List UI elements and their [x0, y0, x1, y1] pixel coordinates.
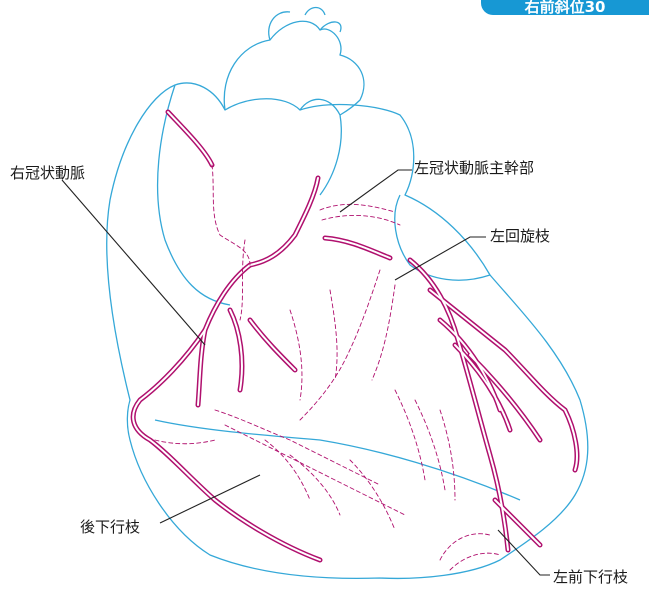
heart-body-outline: [106, 82, 589, 580]
leader-left-circumflex: [394, 236, 486, 281]
left-atrial-appendage: [394, 194, 491, 281]
right-coronary-vessel: [130, 109, 323, 563]
view-angle-badge: 右前斜位30: [481, 0, 649, 15]
right-atrium-outline: [156, 84, 231, 306]
leader-lines: [61, 169, 550, 576]
leader-left-anterior-descending: [497, 529, 550, 576]
coronary-arteries: [130, 109, 580, 571]
label-left-circumflex: 左回旋枝: [490, 227, 551, 245]
leader-right-coronary: [61, 179, 206, 346]
posterior-descending-vessel: [195, 307, 298, 408]
aortic-arch: [223, 20, 365, 116]
label-posterior-descending: 後下行枝: [80, 518, 141, 536]
diagonal-branches: [437, 317, 543, 548]
heart-outline: [106, 6, 589, 580]
posterior-vessels-dashed: [154, 164, 501, 571]
aortic-branches: [268, 6, 342, 41]
label-left-main-coronary: 左冠状動脈主幹部: [414, 159, 535, 177]
pulmonary-trunk: [299, 98, 342, 196]
leader-left-main: [339, 169, 412, 213]
label-right-coronary-artery: 右冠状動脈: [10, 164, 86, 182]
left-anterior-descending-vessel: [407, 257, 511, 553]
ventricle-shading: [154, 419, 521, 501]
artery-inner: [132, 111, 578, 561]
leader-posterior-descending: [159, 474, 261, 524]
label-left-anterior-descending: 左前下行枝: [553, 568, 629, 586]
